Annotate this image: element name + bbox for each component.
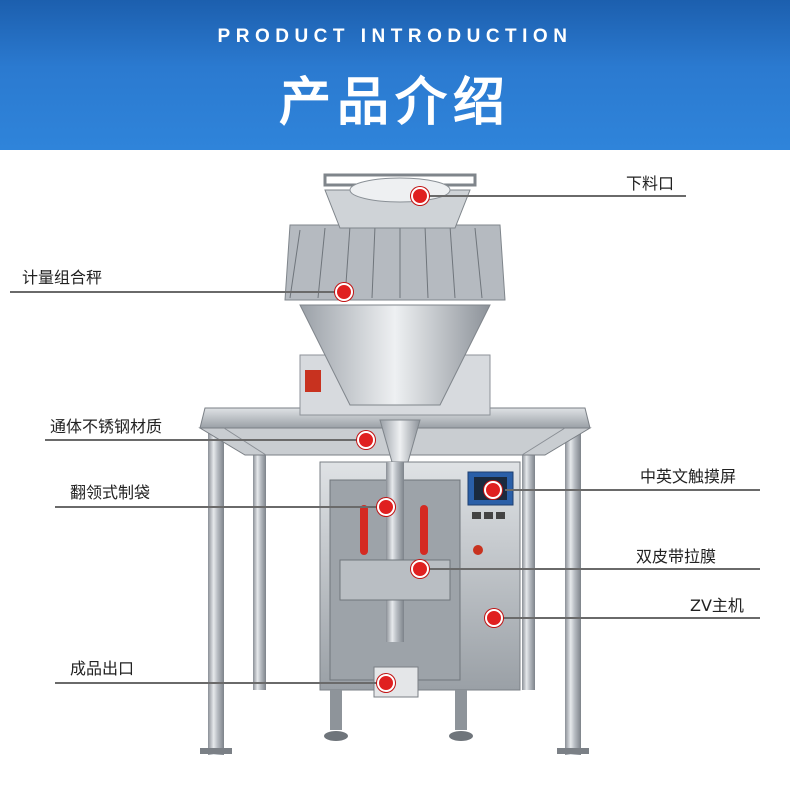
packaging-machine-body bbox=[319, 461, 521, 741]
marker-touchscreen bbox=[484, 481, 502, 499]
callout-outlet: 成品出口 bbox=[70, 659, 135, 678]
leader-touchscreen bbox=[505, 489, 760, 491]
marker-outlet bbox=[377, 674, 395, 692]
callout-former: 翻领式制袋 bbox=[70, 483, 151, 502]
banner-title-en: PRODUCT INTRODUCTION bbox=[217, 26, 573, 47]
leader-hopper bbox=[420, 195, 686, 197]
callout-weigher: 计量组合秤 bbox=[22, 268, 103, 287]
callout-hopper: 下料口 bbox=[626, 174, 675, 193]
header-banner: PRODUCT INTRODUCTION 产品介绍 bbox=[0, 0, 790, 150]
leader-steel bbox=[45, 439, 366, 441]
leader-outlet bbox=[55, 682, 386, 684]
callout-steel: 通体不锈钢材质 bbox=[50, 417, 163, 436]
leader-weigher bbox=[10, 291, 344, 293]
leader-former bbox=[55, 506, 386, 508]
marker-hopper bbox=[411, 187, 429, 205]
banner-title-cn: 产品介绍 bbox=[278, 73, 511, 133]
discharge-funnel bbox=[379, 419, 421, 463]
marker-belts bbox=[411, 560, 429, 578]
marker-steel bbox=[357, 431, 375, 449]
multihead-weigher bbox=[284, 173, 506, 416]
marker-former bbox=[377, 498, 395, 516]
callout-touchscreen: 中英文触摸屏 bbox=[640, 467, 737, 486]
callout-belts: 双皮带拉膜 bbox=[636, 547, 717, 566]
leader-belts bbox=[420, 568, 760, 570]
leader-main bbox=[494, 617, 760, 619]
callout-main: ZV主机 bbox=[690, 596, 744, 615]
marker-weigher bbox=[335, 283, 353, 301]
marker-main bbox=[485, 609, 503, 627]
packing-machine-illustration bbox=[198, 173, 592, 755]
